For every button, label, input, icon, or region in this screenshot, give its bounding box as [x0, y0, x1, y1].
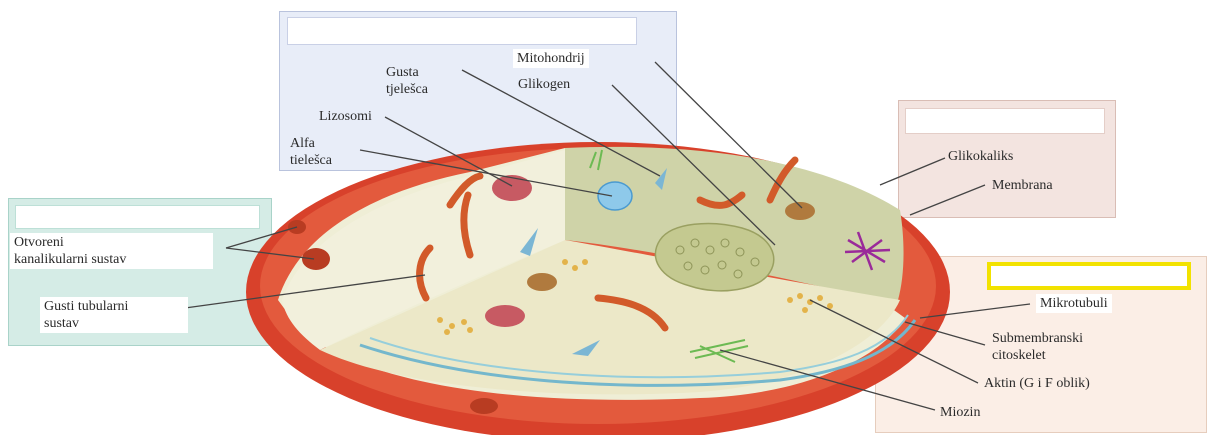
label-alfa-tjelesca: Alfa tielešca: [290, 135, 332, 169]
mitochondrion-oval: [785, 202, 815, 220]
label-membrana: Membrana: [992, 177, 1053, 194]
label-submembranski-citoskelet: Submembranski citoskelet: [992, 330, 1083, 364]
label-glikogen: Glikogen: [518, 76, 570, 93]
label-aktin: Aktin (G i F oblik): [984, 375, 1090, 392]
label-lizosomi: Lizosomi: [319, 108, 372, 125]
canalicular-opening-3: [470, 398, 498, 414]
label-gusti-tubularni-sustav: Gusti tubularni sustav: [40, 297, 188, 333]
canalicular-opening-2: [302, 248, 330, 270]
label-miozin: Miozin: [940, 404, 980, 421]
label-gusta-tjelesca: Gusta tjelešca: [386, 64, 428, 98]
label-otvoreni-kanalikularni-sustav: Otvoreni kanalikularni sustav: [10, 233, 213, 269]
label-mikrotubuli: Mikrotubuli: [1036, 294, 1112, 313]
label-glikokaliks: Glikokaliks: [948, 148, 1013, 165]
mitochondrion-oval-2: [527, 273, 557, 291]
label-mitohondrij: Mitohondrij: [513, 49, 589, 68]
blue-vesicle: [598, 182, 632, 210]
dense-granule-red: [485, 305, 525, 327]
